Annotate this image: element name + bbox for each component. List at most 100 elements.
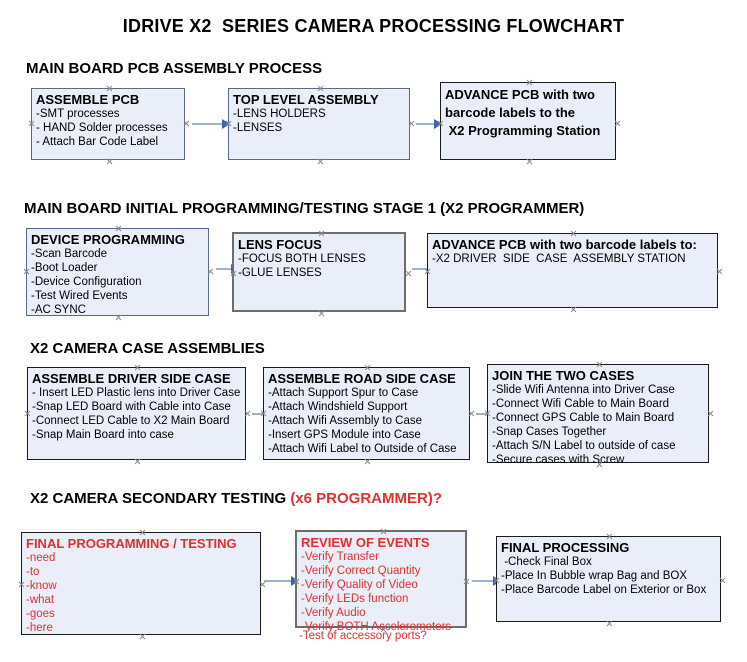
node-line: - HAND Solder processes — [36, 122, 168, 134]
handle-bottom[interactable] — [570, 306, 577, 313]
handle-right[interactable] — [405, 270, 412, 277]
connector-line — [264, 580, 294, 582]
handle-left[interactable] — [293, 578, 300, 585]
handle-left[interactable] — [23, 268, 30, 275]
node-line: -goes — [26, 608, 55, 620]
handle-right[interactable] — [408, 120, 415, 127]
node-line: - Attach Bar Code Label — [36, 136, 159, 148]
handle-left[interactable] — [28, 120, 35, 127]
node-line: -Attach Wifi Label to Outside of Case — [268, 443, 457, 455]
handle-bottom[interactable] — [134, 458, 141, 465]
node-line: -Connect LED Cable to X2 Main Board — [32, 415, 230, 427]
node-header: FINAL PROCESSING — [501, 540, 630, 555]
node-header: ADVANCE PCB with two barcode labels to: — [432, 237, 697, 252]
handle-left[interactable] — [493, 577, 500, 584]
node-line: -Snap Main Board into case — [32, 429, 174, 441]
node-line: -LENSES — [233, 122, 283, 134]
handle-bottom[interactable] — [139, 633, 146, 640]
handle-left[interactable] — [230, 270, 237, 277]
node-lens-focus[interactable]: LENS FOCUS -FOCUS BOTH LENSES -GLUE LENS… — [232, 232, 406, 312]
node-advance-pcb-driver-side-station[interactable]: ADVANCE PCB with two barcode labels to: … — [427, 233, 718, 308]
node-header: FINAL PROGRAMMING / TESTING — [26, 536, 237, 551]
node-final-programming-testing[interactable]: FINAL PROGRAMMING / TESTING -need -to -k… — [21, 532, 261, 635]
node-join-the-two-cases[interactable]: JOIN THE TWO CASES -Slide Wifi Antenna i… — [484, 361, 709, 466]
node-line: -Attach Support Spur to Case — [268, 387, 419, 399]
node-line: -Verify Transfer — [301, 551, 379, 563]
handle-top[interactable] — [364, 364, 371, 371]
handle-right[interactable] — [716, 268, 723, 275]
node-header: TOP LEVEL ASSEMBLY — [233, 92, 379, 107]
connector-line — [472, 580, 496, 582]
handle-top[interactable] — [317, 85, 324, 92]
handle-right[interactable] — [244, 410, 251, 417]
node-line: -X2 DRIVER SIDE CASE ASSEMBLY STATION — [432, 253, 686, 265]
handle-left[interactable] — [18, 581, 25, 588]
handle-right[interactable] — [707, 410, 714, 417]
handle-top[interactable] — [526, 79, 533, 86]
node-line: -Scan Barcode — [31, 248, 108, 260]
handle-top[interactable] — [606, 533, 613, 540]
node-header-line: barcode labels to the — [445, 105, 576, 120]
handle-bottom[interactable] — [606, 620, 613, 627]
connector-line — [416, 123, 440, 125]
handle-top[interactable] — [115, 225, 122, 232]
handle-left[interactable] — [260, 410, 267, 417]
handle-top[interactable] — [380, 528, 387, 535]
section-title-red-suffix: (x6 PROGRAMMER)? — [290, 490, 442, 507]
handle-bottom[interactable] — [364, 458, 371, 465]
handle-top[interactable] — [106, 85, 113, 92]
section-title-x2-camera-secondary-testing: X2 CAMERA SECONDARY TESTING (x6 PROGRAMM… — [30, 490, 442, 507]
handle-right[interactable] — [207, 268, 214, 275]
node-top-level-assembly[interactable]: TOP LEVEL ASSEMBLY -LENS HOLDERS -LENSES — [228, 88, 410, 160]
node-header: REVIEW OF EVENTS — [301, 535, 430, 550]
handle-top[interactable] — [570, 230, 577, 237]
handle-bottom[interactable] — [596, 461, 603, 468]
handle-top[interactable] — [596, 361, 603, 368]
handle-top[interactable] — [134, 364, 141, 371]
node-line: -what — [26, 594, 55, 606]
node-line: -Place In Bubble wrap Bag and BOX — [501, 570, 688, 582]
handle-bottom[interactable] — [318, 310, 325, 317]
node-line: -AC SYNC — [31, 304, 86, 316]
node-assemble-pcb[interactable]: ASSEMBLE PCB -SMT processes - HAND Solde… — [31, 88, 185, 160]
handle-left[interactable] — [24, 410, 31, 417]
node-line: -Insert GPS Module into Case — [268, 429, 421, 441]
handle-left[interactable] — [424, 268, 431, 275]
node-header: LENS FOCUS — [238, 237, 322, 252]
handle-left[interactable] — [225, 120, 232, 127]
handle-right[interactable] — [468, 410, 475, 417]
node-final-processing[interactable]: FINAL PROCESSING -Check Final Box -Place… — [496, 536, 721, 622]
node-assemble-road-side-case[interactable]: ASSEMBLE ROAD SIDE CASE -Attach Support … — [263, 367, 470, 460]
node-line: -Verify BOTH Accelerometers — [301, 621, 452, 633]
node-header-line: ADVANCE PCB with two — [445, 87, 595, 102]
node-device-programming[interactable]: DEVICE PROGRAMMING -Scan Barcode -Boot L… — [26, 228, 209, 316]
node-line: -here — [26, 622, 53, 634]
handle-right[interactable] — [614, 120, 621, 127]
handle-top[interactable] — [139, 529, 146, 536]
handle-bottom[interactable] — [526, 158, 533, 165]
node-line: -Boot Loader — [31, 262, 98, 274]
handle-right[interactable] — [463, 578, 470, 585]
node-review-of-events[interactable]: REVIEW OF EVENTS -Verify Transfer -Verif… — [293, 528, 470, 633]
handle-right[interactable] — [259, 581, 266, 588]
handle-right[interactable] — [183, 120, 190, 127]
node-line: -Verify Correct Quantity — [301, 565, 421, 577]
node-line: -to — [26, 566, 40, 578]
node-line: -Device Configuration — [31, 276, 142, 288]
handle-left[interactable] — [437, 120, 444, 127]
node-advance-pcb-programming-station[interactable]: ADVANCE PCB with two barcode labels to t… — [440, 82, 616, 160]
node-line: -Attach Windshield Support — [268, 401, 408, 413]
node-assemble-driver-side-case[interactable]: ASSEMBLE DRIVER SIDE CASE - Insert LED P… — [27, 367, 246, 460]
node-line: -Attach Wifi Assembly to Case — [268, 415, 423, 427]
handle-bottom[interactable] — [317, 158, 324, 165]
handle-left[interactable] — [484, 410, 491, 417]
connector-line — [412, 268, 434, 270]
handle-bottom[interactable] — [106, 158, 113, 165]
handle-bottom[interactable] — [115, 314, 122, 321]
node-header: DEVICE PROGRAMMING — [31, 232, 185, 247]
handle-right[interactable] — [719, 577, 726, 584]
handle-top[interactable] — [318, 230, 325, 237]
node-header: ASSEMBLE DRIVER SIDE CASE — [32, 371, 231, 386]
node-overflow-line: -Test of accessory ports? — [299, 630, 427, 642]
